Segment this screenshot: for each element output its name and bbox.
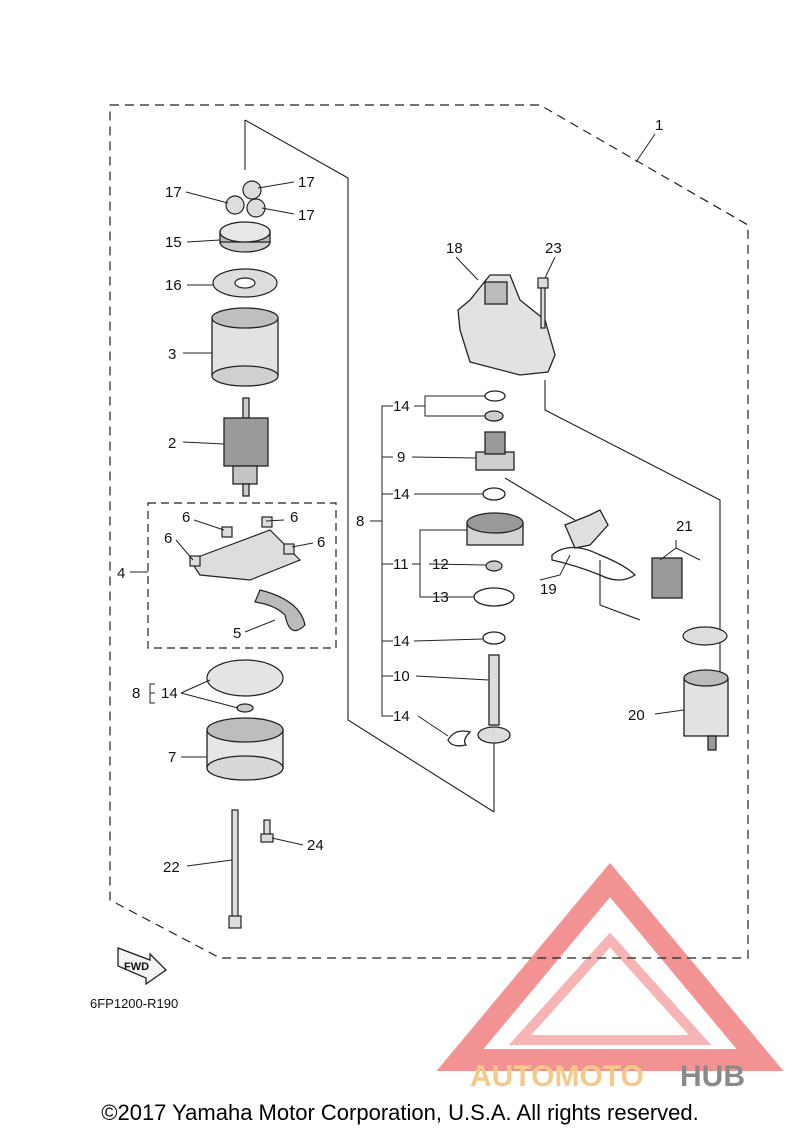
callout-23: 23 — [545, 240, 562, 257]
solenoid-plunger — [651, 557, 683, 599]
callout-6: 6 — [317, 534, 325, 551]
callout-21: 21 — [676, 518, 693, 535]
front-housing — [457, 274, 556, 376]
callout-8: 8 — [356, 513, 364, 530]
watermark-part2: HUB — [680, 1060, 745, 1093]
callout-8: 8 — [132, 685, 140, 702]
screw — [260, 819, 274, 843]
callout-17: 17 — [298, 174, 315, 191]
callout-11: 11 — [393, 556, 409, 573]
bracket-plate — [206, 659, 284, 713]
pinion-gears — [225, 180, 266, 218]
callout-4: 4 — [117, 565, 125, 582]
callout-20: 20 — [628, 707, 645, 724]
stopper-plate — [473, 587, 515, 607]
lever — [551, 509, 637, 581]
watermark-logo — [436, 862, 784, 1071]
callout-13: 13 — [432, 589, 449, 606]
armature — [223, 397, 269, 497]
clutch — [466, 512, 524, 546]
callout-22: 22 — [163, 859, 180, 876]
assembly-boundary — [109, 104, 749, 959]
fwd-arrow-icon: FWD — [117, 947, 168, 986]
fwd-label: FWD — [124, 961, 149, 973]
through-bolt — [228, 809, 242, 929]
brush-holder — [189, 516, 306, 632]
callout-6: 6 — [290, 509, 298, 526]
callout-24: 24 — [307, 837, 324, 854]
callout-14: 14 — [393, 398, 410, 415]
callout-1: 1 — [655, 117, 663, 134]
watermark-text: AUTOMOTO HUB — [470, 1060, 745, 1093]
callout-labels: 1 2 3 4 5 6 6 6 6 7 8 8 9 10 11 12 13 14… — [117, 117, 693, 876]
drawing-code: 6FP1200-R190 — [90, 996, 178, 1011]
solenoid — [683, 669, 729, 751]
callout-17: 17 — [165, 184, 182, 201]
callout-14: 14 — [393, 708, 410, 725]
sleeve — [485, 560, 503, 572]
gear-plate — [212, 268, 278, 298]
internal-gear — [219, 221, 271, 253]
callout-14: 14 — [393, 486, 410, 503]
callout-15: 15 — [165, 234, 182, 251]
yoke — [211, 307, 279, 387]
rear-cover — [206, 717, 284, 781]
callout-5: 5 — [233, 625, 241, 642]
callout-16: 16 — [165, 277, 182, 294]
callout-10: 10 — [393, 668, 410, 685]
callout-12: 12 — [432, 556, 449, 573]
callout-6: 6 — [164, 530, 172, 547]
brush-holder-box — [147, 502, 337, 649]
copyright-text: ©2017 Yamaha Motor Corporation, U.S.A. A… — [101, 1100, 699, 1125]
callout-14: 14 — [161, 685, 178, 702]
callout-18: 18 — [446, 240, 463, 257]
watermark-part1: AUTOMOTO — [470, 1060, 644, 1093]
callout-9: 9 — [397, 449, 405, 466]
callout-7: 7 — [168, 749, 176, 766]
leader-lines — [130, 133, 701, 867]
callout-17: 17 — [298, 207, 315, 224]
assembly-lines — [244, 119, 721, 813]
callout-19: 19 — [540, 581, 557, 598]
callout-3: 3 — [168, 346, 176, 363]
pinion-shaft — [477, 654, 511, 744]
gasket — [682, 626, 728, 646]
callout-2: 2 — [168, 435, 176, 452]
housing-bolt — [537, 277, 549, 329]
circlip — [447, 730, 472, 747]
callout-6: 6 — [182, 509, 190, 526]
pinion — [475, 431, 515, 471]
callout-14: 14 — [393, 633, 410, 650]
